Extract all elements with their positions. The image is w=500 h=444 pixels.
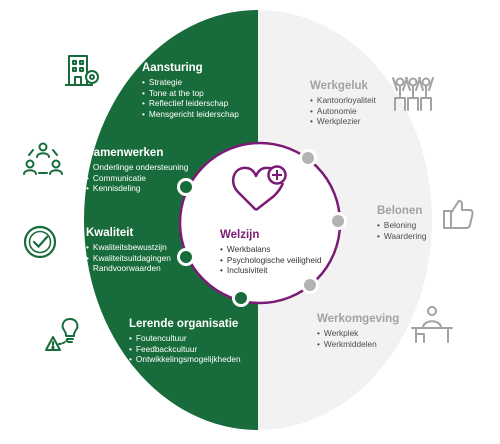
heart-plus-icon [231,165,287,211]
section-title: Belonen [377,205,423,217]
section-item: Reflectief leiderschap [142,98,239,109]
section-title: Werkomgeving [317,313,400,325]
section-item: Communicatie [86,173,188,184]
ring-node [299,149,317,167]
center-item: Psychologische veiligheid [220,255,322,266]
section-item: Ontwikkelingsmogelijkheden [129,354,241,365]
section-title: Aansturing [142,62,203,74]
thumbs-up-icon [443,199,474,229]
section-werkomgeving: Werkomgeving Werkplek Werkmiddelen [317,312,399,349]
section-title: Werkgeluk [310,80,368,92]
section-samenwerken: Samenwerken Onderlinge ondersteuning Com… [86,146,188,194]
center-item: Werkbalans [220,244,321,255]
section-item: Kwaliteitsuitdagingen [86,253,171,264]
section-werkgeluk: Werkgeluk Kantoorloyaliteit Autonomie We… [310,79,376,127]
check-circle-icon [23,225,57,259]
cheering-people-icon [392,77,434,111]
section-item: Waardering [377,231,427,242]
center-title: Welzijn [220,229,260,241]
lightbulb-warning-icon [45,318,79,351]
section-item: Tone at the top [142,88,239,99]
section-item: Beloning [377,220,427,231]
section-title: Samenwerken [86,147,164,159]
section-item: Foutencultuur [129,333,241,344]
section-item: Mensgericht leiderschap [142,109,239,120]
ring-node [301,276,319,294]
section-aansturing: Aansturing Strategie Tone at the top Ref… [142,61,239,119]
section-lerende-organisatie: Lerende organisatie Foutencultuur Feedba… [129,317,241,365]
section-item: Randvoorwaarden [86,263,171,274]
ring-nodes [177,149,347,307]
section-title: Lerende organisatie [129,318,239,330]
section-item: Werkmiddelen [317,339,399,350]
section-item: Autonomie [310,106,376,117]
section-title: Kwaliteit [86,227,134,239]
center-welzijn: Welzijn Werkbalans Psychologische veilig… [220,228,321,276]
ring-node [329,212,347,230]
section-item: Feedbackcultuur [129,344,241,355]
section-item: Kantoorloyaliteit [310,95,376,106]
building-gear-icon [65,55,99,86]
section-kwaliteit: Kwaliteit Kwaliteitsbewustzijn Kwaliteit… [86,226,171,274]
person-at-desk-icon [411,306,453,343]
section-item: Kwaliteitsbewustzijn [86,242,171,253]
people-cycle-icon [23,142,63,175]
center-item: Inclusiviteit [220,265,321,276]
ring-node [177,248,195,266]
section-item: Kennisdeling [86,183,188,194]
section-item: Werkplezier [310,116,376,127]
section-belonen: Belonen Beloning Waardering [377,204,427,241]
section-item: Strategie [142,77,239,88]
section-item: Werkplek [317,328,399,339]
ring-node [232,289,250,307]
section-item: Onderlinge ondersteuning [86,162,188,173]
